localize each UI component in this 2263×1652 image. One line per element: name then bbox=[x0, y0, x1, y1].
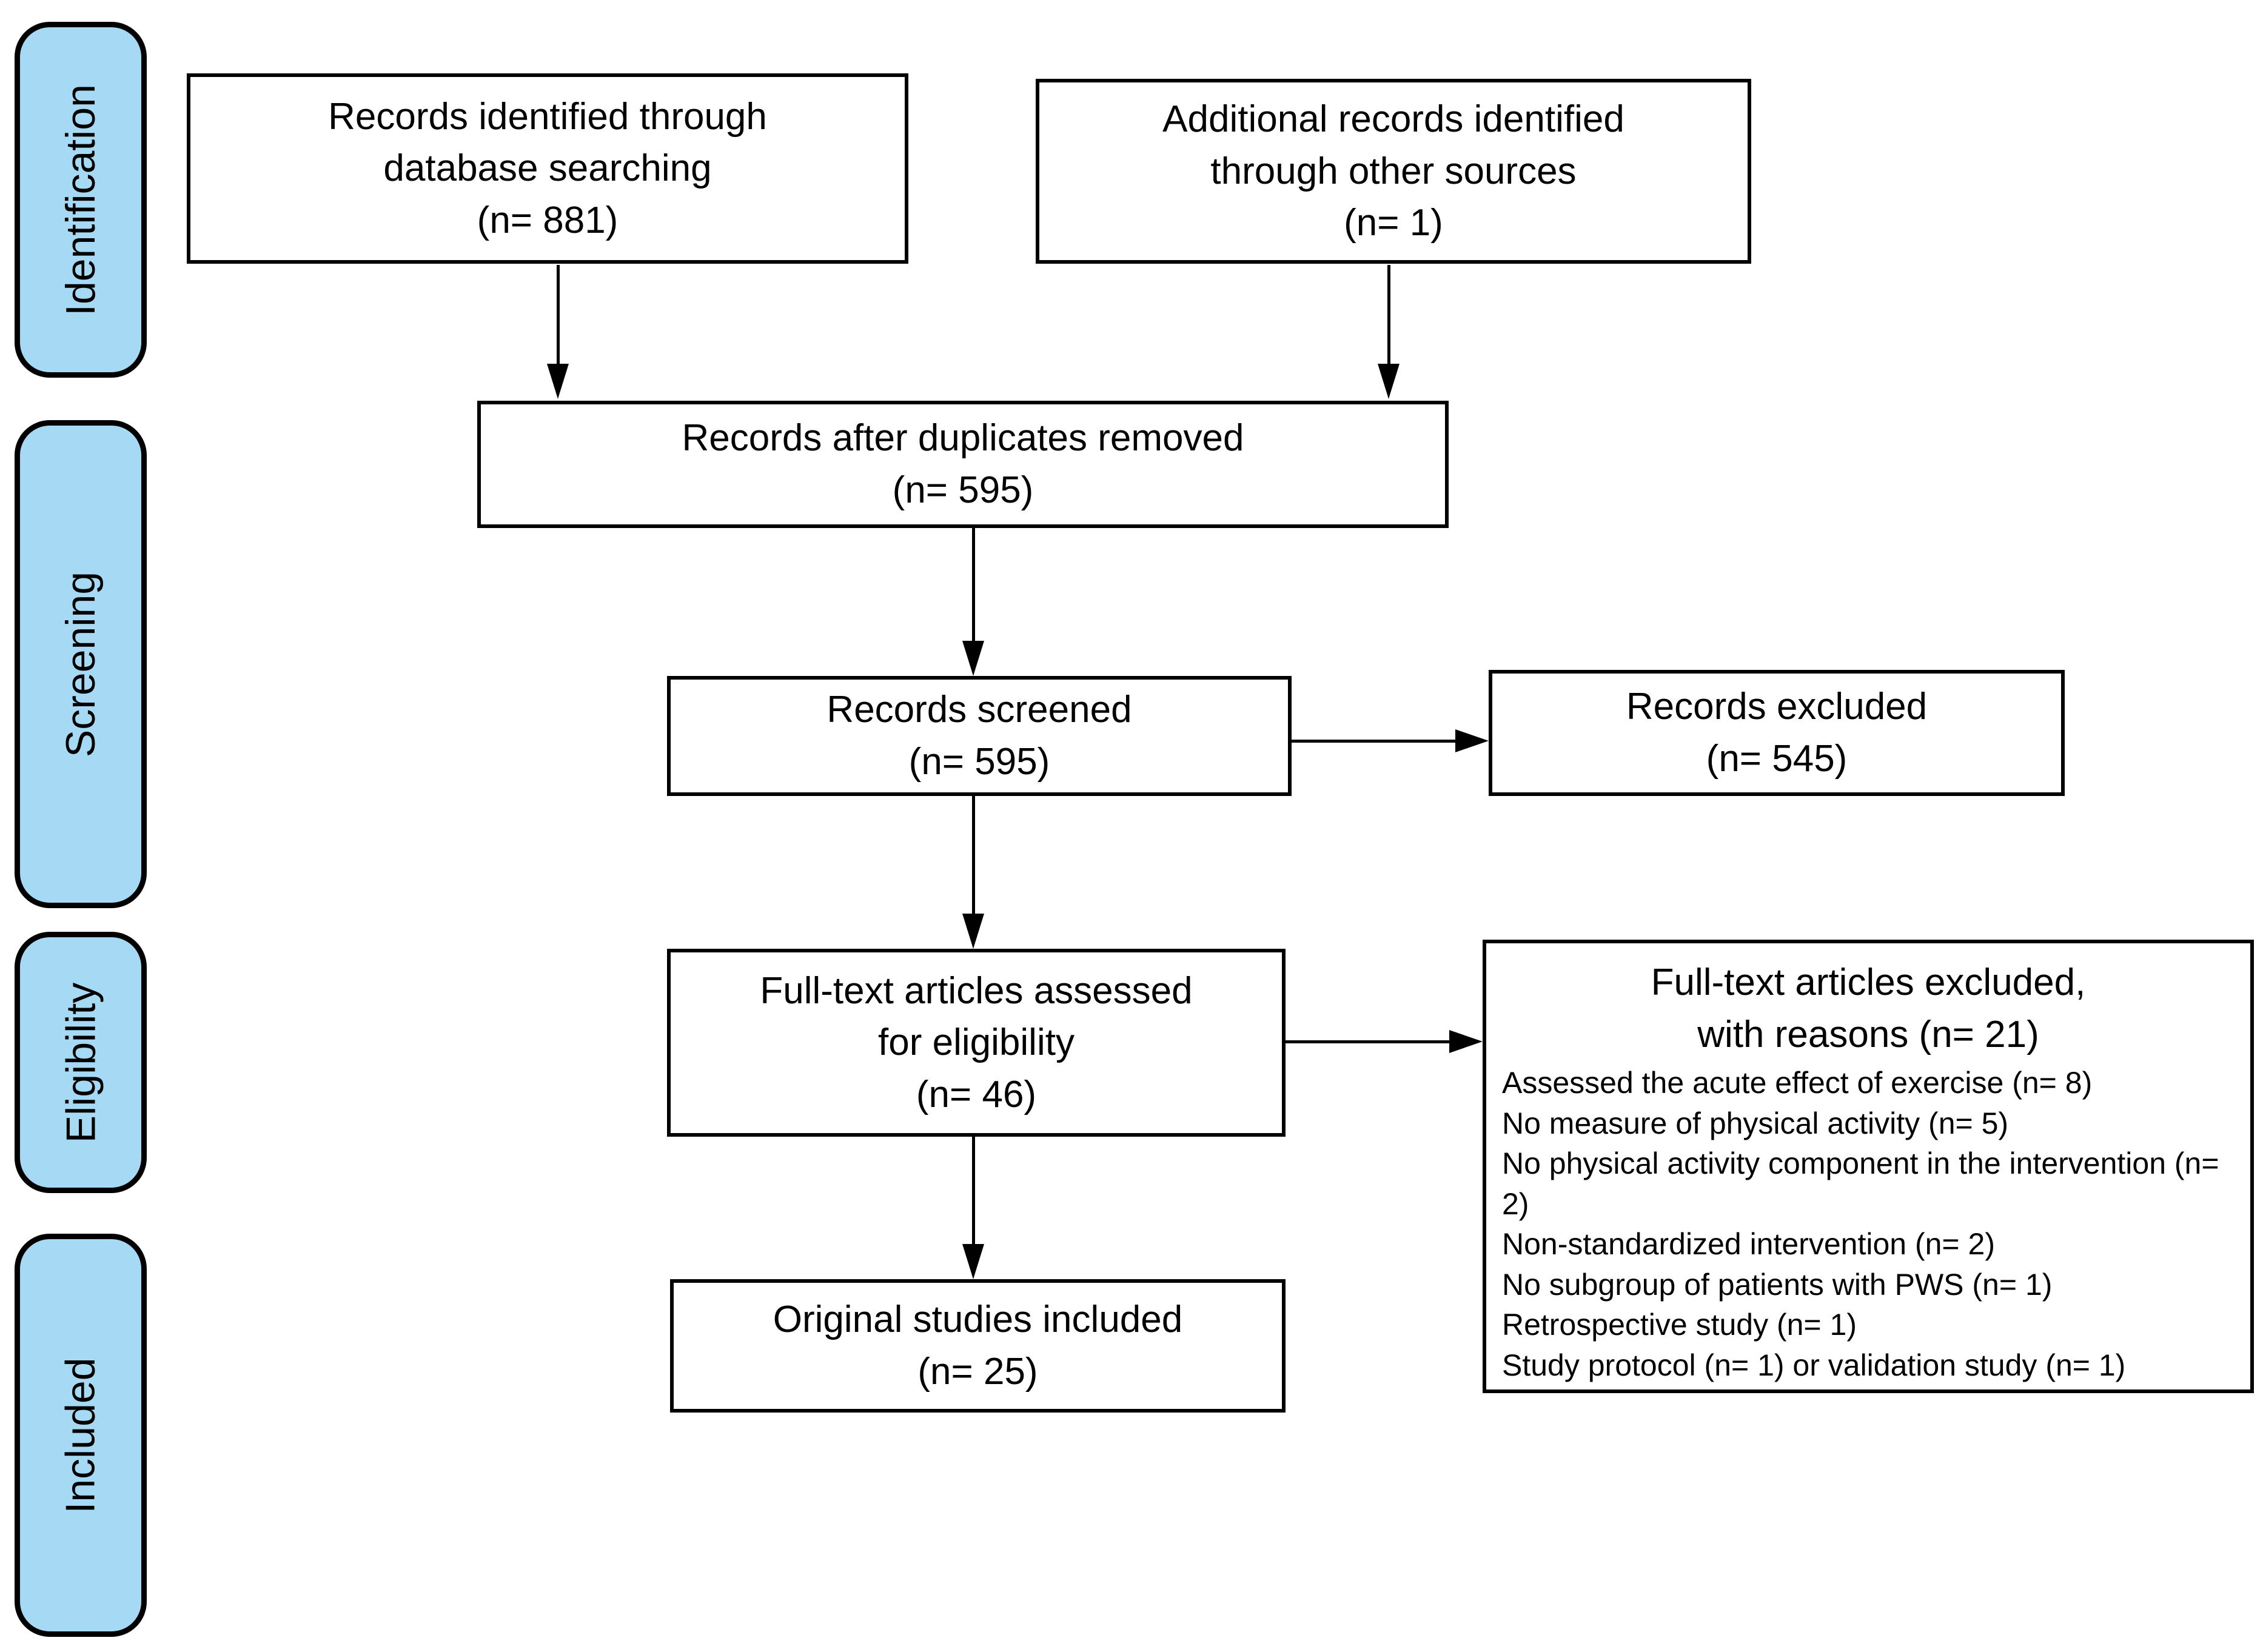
stage-included-label: Included bbox=[58, 1357, 104, 1514]
stage-screening-label: Screening bbox=[58, 571, 104, 757]
box-text-line: Additional records identified bbox=[1162, 98, 1624, 141]
box-text-line: Full-text articles assessed bbox=[760, 969, 1193, 1012]
arrow-line bbox=[972, 1137, 975, 1246]
box-count-line: (n= 25) bbox=[917, 1351, 1038, 1393]
box-text-line: database searching bbox=[383, 147, 712, 190]
box-text-line: for eligibility bbox=[878, 1022, 1075, 1064]
box-text-line: through other sources bbox=[1210, 150, 1577, 192]
arrow-head-icon bbox=[1455, 729, 1489, 752]
exclusion-reason: Assessed the acute effect of exercise (n… bbox=[1502, 1066, 2093, 1100]
box-text-line: Records excluded bbox=[1626, 686, 1928, 728]
arrow-head-icon bbox=[547, 364, 569, 399]
box-count-line: (n= 545) bbox=[1706, 738, 1848, 780]
arrow-head-icon bbox=[962, 914, 984, 949]
box-count-line: (n= 595) bbox=[892, 469, 1034, 511]
arrow-line bbox=[1387, 265, 1390, 368]
box-studies-included: Original studies included (n= 25) bbox=[670, 1279, 1286, 1413]
box-text-line: Records after duplicates removed bbox=[682, 417, 1244, 460]
exclusion-reason: No physical activity component in the in… bbox=[1502, 1146, 2219, 1221]
stage-screening: Screening bbox=[15, 420, 147, 908]
box-fulltext-assessed: Full-text articles assessed for eligibil… bbox=[667, 949, 1286, 1137]
box-count-line: (n= 46) bbox=[916, 1073, 1037, 1115]
box-after-duplicates: Records after duplicates removed (n= 595… bbox=[477, 401, 1449, 528]
stage-eligibility-label: Eligibility bbox=[58, 982, 104, 1143]
arrow-head-icon bbox=[1378, 364, 1400, 399]
stage-included: Included bbox=[15, 1234, 147, 1637]
exclusion-reason: Non-standardized intervention (n= 2) bbox=[1502, 1227, 1995, 1262]
exclusion-reason: Study protocol (n= 1) or validation stud… bbox=[1502, 1348, 2126, 1382]
arrow-head-icon bbox=[962, 1244, 984, 1279]
box-fulltext-excluded: Full-text articles excluded, with reason… bbox=[1483, 940, 2254, 1393]
box-text-line: Records screened bbox=[826, 689, 1132, 731]
box-records-screened: Records screened (n= 595) bbox=[667, 676, 1292, 796]
arrow-line bbox=[972, 528, 975, 643]
box-count-line: (n= 881) bbox=[477, 199, 619, 241]
box-records-identified: Records identified through database sear… bbox=[187, 73, 908, 264]
exclusion-reasons-list: Assessed the acute effect of exercise (n… bbox=[1486, 1060, 2250, 1385]
box-count-line: (n= 1) bbox=[1344, 202, 1443, 244]
stage-eligibility: Eligibility bbox=[15, 932, 147, 1193]
box-records-excluded: Records excluded (n= 545) bbox=[1489, 670, 2065, 796]
box-additional-records: Additional records identified through ot… bbox=[1036, 79, 1751, 264]
exclusion-reason: Retrospective study (n= 1) bbox=[1502, 1308, 1857, 1342]
arrow-head-icon bbox=[1449, 1030, 1483, 1053]
arrow-line bbox=[972, 796, 975, 916]
stage-identification-label: Identification bbox=[58, 84, 104, 316]
box-text-line: Original studies included bbox=[773, 1299, 1183, 1341]
stage-identification: Identification bbox=[15, 22, 147, 378]
arrow-line bbox=[1292, 740, 1458, 743]
arrow-line bbox=[1286, 1040, 1452, 1043]
box-count-line: (n= 595) bbox=[908, 741, 1050, 783]
box-text-line: Records identified through bbox=[328, 95, 767, 138]
arrow-head-icon bbox=[962, 641, 984, 676]
excluded-title-line: with reasons (n= 21) bbox=[1697, 1013, 2039, 1055]
arrow-line bbox=[557, 265, 560, 368]
excluded-title-line: Full-text articles excluded, bbox=[1651, 961, 2086, 1003]
exclusion-reason: No subgroup of patients with PWS (n= 1) bbox=[1502, 1267, 2053, 1302]
exclusion-reason: No measure of physical activity (n= 5) bbox=[1502, 1106, 2009, 1140]
